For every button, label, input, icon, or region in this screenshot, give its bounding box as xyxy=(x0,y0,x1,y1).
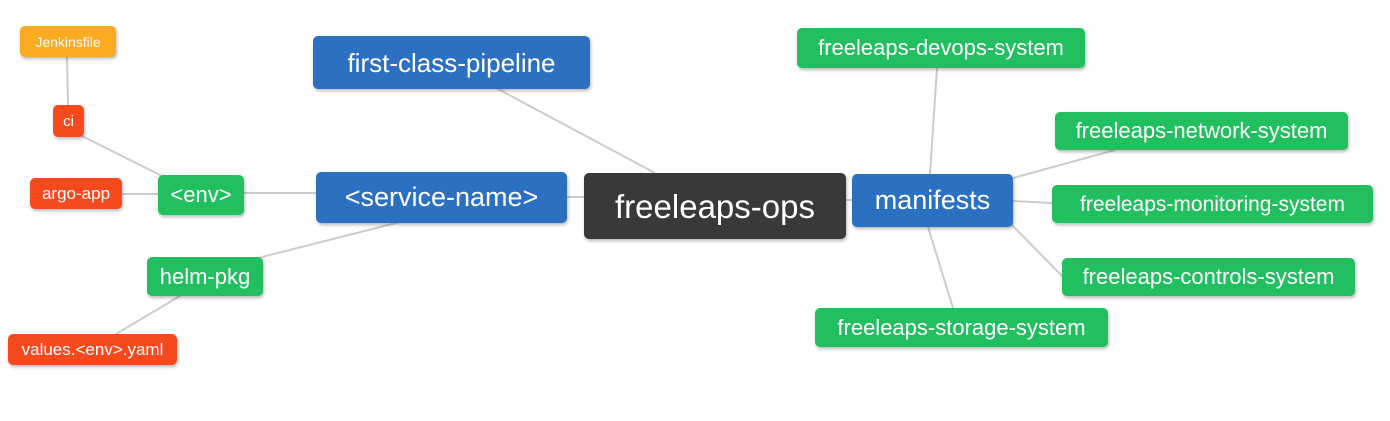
node-label: ci xyxy=(63,112,74,130)
node-label: freeleaps-devops-system xyxy=(818,35,1064,60)
node-label: argo-app xyxy=(41,184,111,203)
node-values-env-yaml[interactable]: values.<env>.yaml xyxy=(8,334,177,365)
edge-values-env-yaml-helm-pkg xyxy=(115,295,181,335)
node-freeleaps-devops-system[interactable]: freeleaps-devops-system xyxy=(797,28,1085,68)
edge-first-class-pipeline-freeleaps-ops xyxy=(497,88,656,174)
node-helm-pkg[interactable]: helm-pkg xyxy=(147,257,263,296)
edge-manifests-controls-system xyxy=(1010,223,1063,277)
node-ci[interactable]: ci xyxy=(53,105,84,137)
node-freeleaps-controls-system[interactable]: freeleaps-controls-system xyxy=(1062,258,1355,296)
node-label: <service-name> xyxy=(344,182,539,212)
node-label: helm-pkg xyxy=(159,263,251,289)
node-label: <env> xyxy=(170,182,232,207)
node-freeleaps-ops[interactable]: freeleaps-ops xyxy=(584,173,846,239)
node-label: freeleaps-storage-system xyxy=(837,314,1086,340)
node-argo-app[interactable]: argo-app xyxy=(30,178,122,209)
node-env[interactable]: <env> xyxy=(158,175,244,215)
node-label: first-class-pipeline xyxy=(347,47,556,78)
node-first-class-pipeline[interactable]: first-class-pipeline xyxy=(313,36,590,89)
node-manifests[interactable]: manifests xyxy=(852,174,1013,227)
edge-manifests-storage-system xyxy=(927,226,954,309)
node-label: freeleaps-monitoring-system xyxy=(1080,192,1345,216)
node-label: manifests xyxy=(874,185,991,215)
edge-manifests-monitoring-system xyxy=(1012,200,1053,204)
node-label: Jenkinsfile xyxy=(35,33,101,50)
edge-manifests-network-system xyxy=(1012,149,1116,179)
node-freeleaps-storage-system[interactable]: freeleaps-storage-system xyxy=(815,308,1108,347)
edge-helm-pkg-service-name xyxy=(257,221,401,259)
node-service-name[interactable]: <service-name> xyxy=(316,172,567,223)
edge-manifests-devops-system xyxy=(929,67,938,175)
node-freeleaps-monitoring-system[interactable]: freeleaps-monitoring-system xyxy=(1052,185,1373,223)
edge-ci-env xyxy=(79,134,165,178)
node-label: values.<env>.yaml xyxy=(21,340,164,359)
node-jenkinsfile[interactable]: Jenkinsfile xyxy=(20,26,116,57)
node-freeleaps-network-system[interactable]: freeleaps-network-system xyxy=(1055,112,1348,150)
node-label: freeleaps-ops xyxy=(615,187,815,225)
edge-jenkinsfile-ci xyxy=(66,56,69,106)
node-label: freeleaps-network-system xyxy=(1075,118,1328,143)
node-label: freeleaps-controls-system xyxy=(1082,264,1335,289)
